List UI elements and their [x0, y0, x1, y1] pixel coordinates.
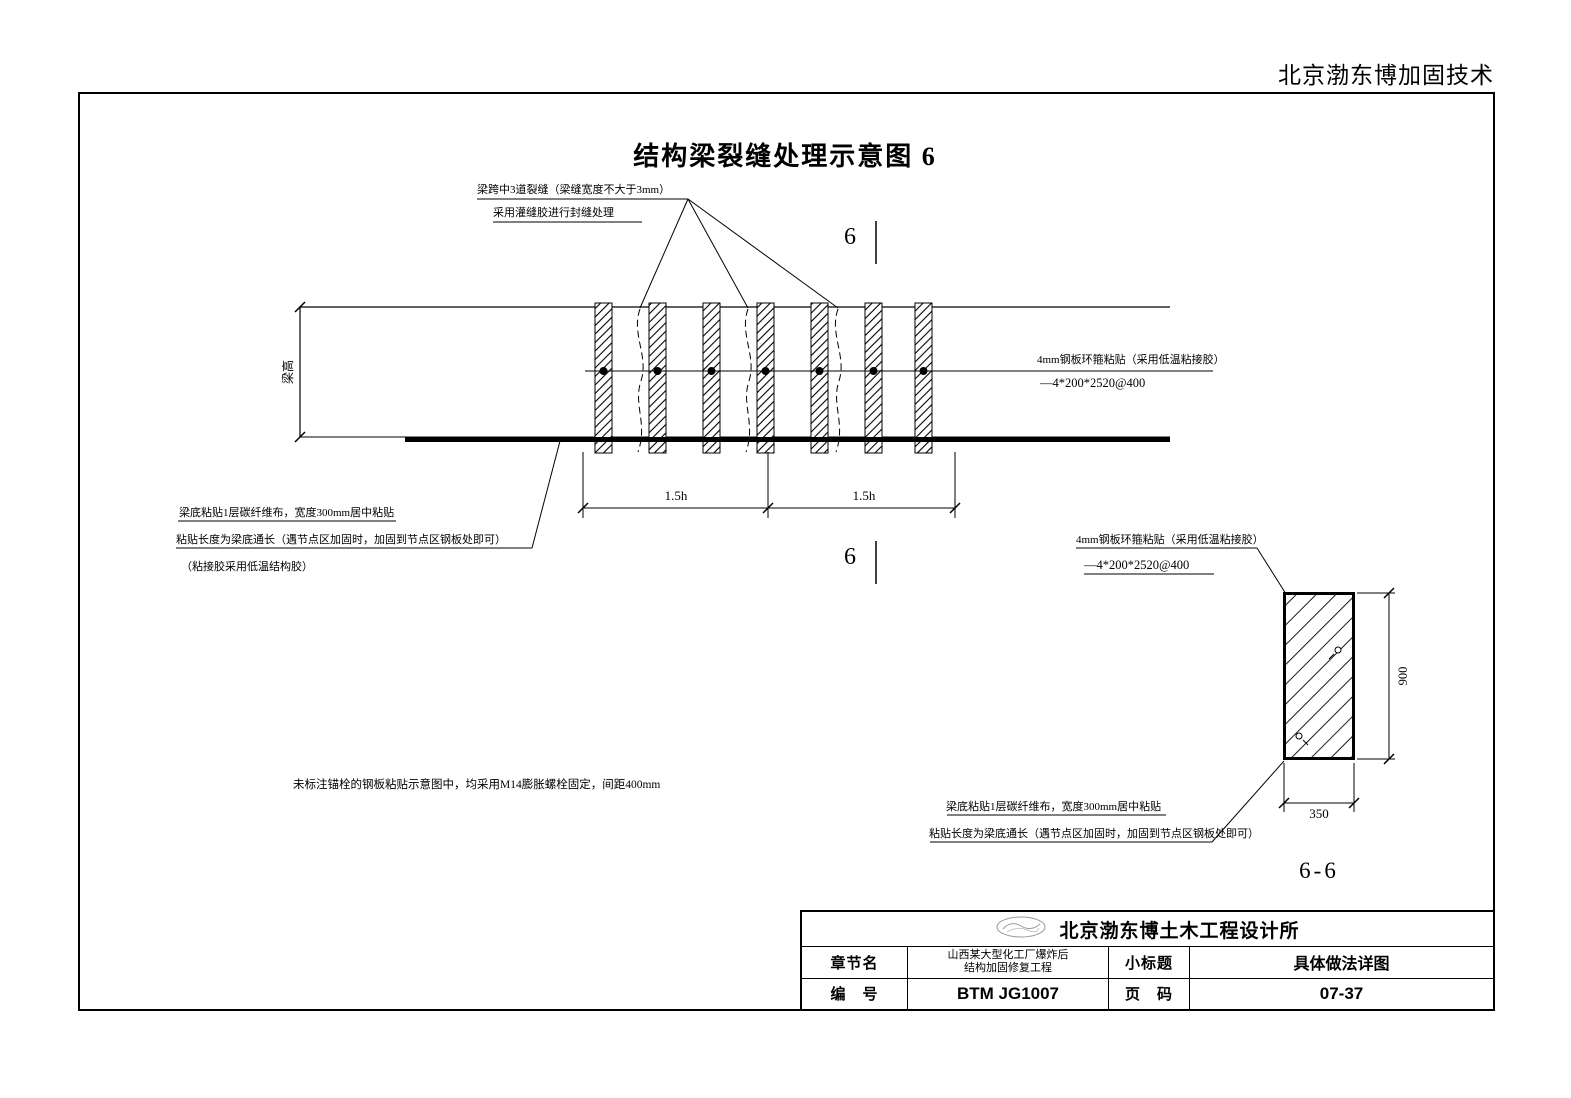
anchor-bolt [653, 367, 662, 375]
beam-elevation [300, 302, 1213, 454]
company-logo-icon [995, 914, 1047, 945]
dim-15h-right: 1.5h [852, 488, 876, 503]
crack-lines [636, 308, 842, 453]
section-dim-width-label: 350 [1309, 806, 1329, 821]
drawing-title: 结构梁裂缝处理示意图 6 [633, 142, 937, 171]
anchor-bolt [707, 367, 716, 375]
title-block: 北京渤东博土木工程设计所 章节名 山西某大型化工厂爆炸后 结构加固修复工程 小标… [800, 910, 1495, 1011]
section-plate-note-line1: 4mm钢板环箍粘贴（采用低温粘接胶） [1076, 534, 1264, 546]
cfrp-note-line2: 粘贴长度为梁底通长（遇节点区加固时，加固到节点区钢板处即可） [176, 534, 506, 546]
crack-note-line2: 采用灌缝胶进行封缝处理 [493, 207, 614, 219]
cfrp-note-leader [176, 440, 561, 549]
section-anchor-bolt [1334, 646, 1342, 654]
anchor-bolt [919, 367, 928, 375]
chapter-value-line2: 结构加固修复工程 [964, 962, 1052, 975]
page-label: 页 码 [1109, 978, 1189, 1009]
watermark-text: 北京渤东博加固技术 [1278, 63, 1494, 88]
chapter-value: 山西某大型化工厂爆炸后 结构加固修复工程 [908, 947, 1108, 978]
plate-note-line2: —4*200*2520@400 [1040, 376, 1146, 390]
section-width-dimension [1278, 763, 1360, 812]
anchor-bolt [599, 367, 608, 375]
number-value: BTM JG1007 [908, 978, 1108, 1009]
steel-plate [594, 302, 613, 454]
beam-height-dimension [294, 301, 306, 443]
span-dimension [577, 452, 961, 518]
section-dim-height-label: 900 [1396, 666, 1410, 686]
section-marker-bottom: 6 [844, 544, 856, 570]
subtitle-value: 具体做法详图 [1190, 947, 1493, 978]
beam-height-label: 梁高 [281, 360, 295, 385]
anchor-bolts [599, 367, 928, 375]
steel-plate [756, 302, 775, 454]
section-note-leaders [930, 547, 1287, 843]
cfrp-note-line3: （粘接胶采用低温结构胶） [181, 561, 313, 573]
title-block-company-row: 北京渤东博土木工程设计所 [802, 912, 1493, 947]
steel-plate [914, 302, 933, 454]
number-label: 编 号 [802, 978, 907, 1009]
steel-plate-hoops [594, 302, 933, 454]
company-name: 北京渤东博土木工程设计所 [1059, 920, 1300, 942]
crack-note-line1: 梁跨中3道裂缝（梁缝宽度不大于3mm） [477, 184, 671, 196]
crack-note-leaders [477, 198, 839, 309]
dim-15h-left: 1.5h [664, 488, 688, 503]
chapter-label: 章节名 [802, 947, 907, 978]
section-cfrp-note-line1: 梁底粘贴1层碳纤维布，宽度300mm居中粘贴 [946, 801, 1162, 813]
section-height-dimension [1357, 587, 1395, 765]
section-marker-top: 6 [844, 224, 856, 250]
section-view [1283, 592, 1355, 760]
steel-plate [864, 302, 883, 454]
title-block-grid: 章节名 山西某大型化工厂爆炸后 结构加固修复工程 小标题 具体做法详图 编 号 … [802, 947, 1493, 1009]
cfrp-note-line1: 梁底粘贴1层碳纤维布，宽度300mm居中粘贴 [179, 507, 395, 519]
crack-line [744, 308, 752, 453]
crack-line [636, 308, 644, 453]
chapter-value-line1: 山西某大型化工厂爆炸后 [947, 949, 1069, 962]
plate-note-line1: 4mm钢板环箍粘贴（采用低温粘接胶） [1037, 354, 1225, 366]
section-label: 6-6 [1299, 858, 1339, 883]
page-value: 07-37 [1190, 978, 1493, 1009]
section-beam-outline [1283, 592, 1355, 760]
anchor-bolt [761, 367, 770, 375]
drawing-frame [78, 92, 1495, 1011]
subtitle-label: 小标题 [1109, 947, 1189, 978]
anchor-bolt [869, 367, 878, 375]
section-plate-note-line2: —4*200*2520@400 [1084, 558, 1190, 572]
steel-plate [702, 302, 721, 454]
general-note: 未标注锚栓的钢板粘贴示意图中，均采用M14膨胀螺栓固定，间距400mm [293, 779, 661, 791]
anchor-bolt [815, 367, 824, 375]
steel-plate [810, 302, 829, 454]
section-anchor-bolt [1295, 732, 1303, 740]
section-cfrp-note-line2: 粘贴长度为梁底通长（遇节点区加固时，加固到节点区钢板处即可） [929, 828, 1259, 840]
crack-line [834, 308, 842, 453]
steel-plate [648, 302, 667, 454]
